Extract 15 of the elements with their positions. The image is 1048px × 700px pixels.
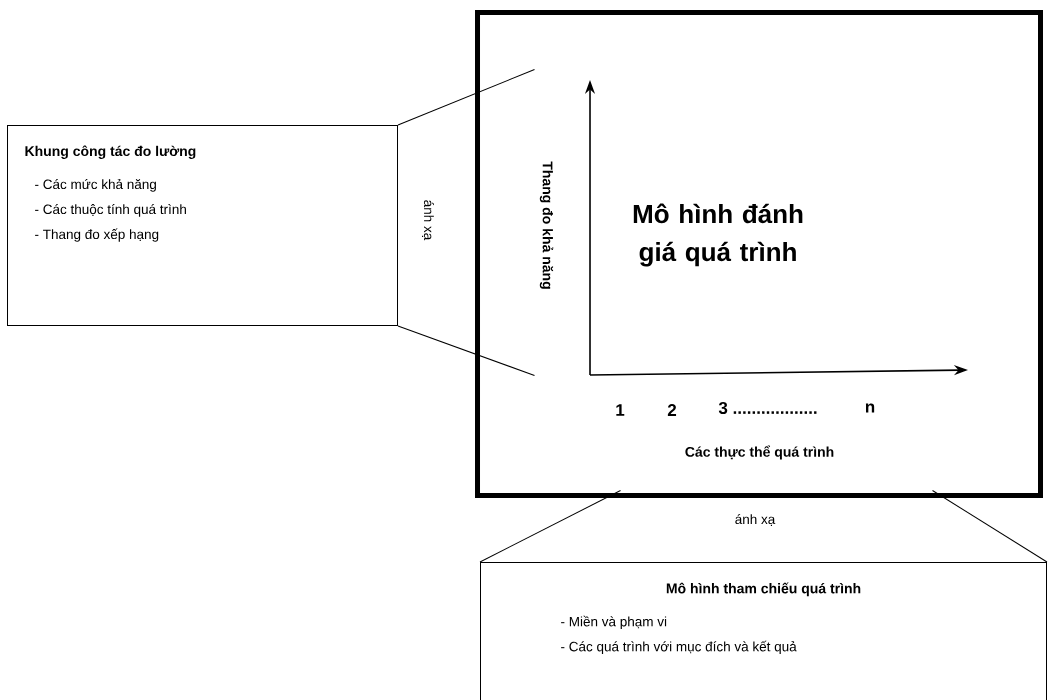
text-box: Mô hình tham chiếu quá trình - Miền và phạm vi - Các quá trình với mục đích và kết quả xyxy=(480,562,1047,700)
heading: Mô hình đánh giá quá trình xyxy=(633,203,803,267)
tick-label: 3 .................. xyxy=(718,401,817,414)
tick-label: 2 xyxy=(667,404,677,416)
mapping-label: ánh xạ xyxy=(735,514,776,526)
projection-line xyxy=(479,490,621,563)
tick-label: n xyxy=(865,403,875,413)
mapping-label: ánh xạ xyxy=(422,200,434,241)
text-box: Khung công tác đo lường - Các mức khả năng - Các thuộc tính quá trình - Thang đo xếp hạng xyxy=(7,125,398,326)
axis-label: Các thực thể quá trình xyxy=(685,445,834,460)
axis-label: Thang đo khả năng xyxy=(539,161,554,289)
projection-line xyxy=(932,490,1048,563)
projection-line xyxy=(397,69,535,126)
tick-label: 1 xyxy=(616,404,625,416)
projection-line xyxy=(397,325,535,376)
